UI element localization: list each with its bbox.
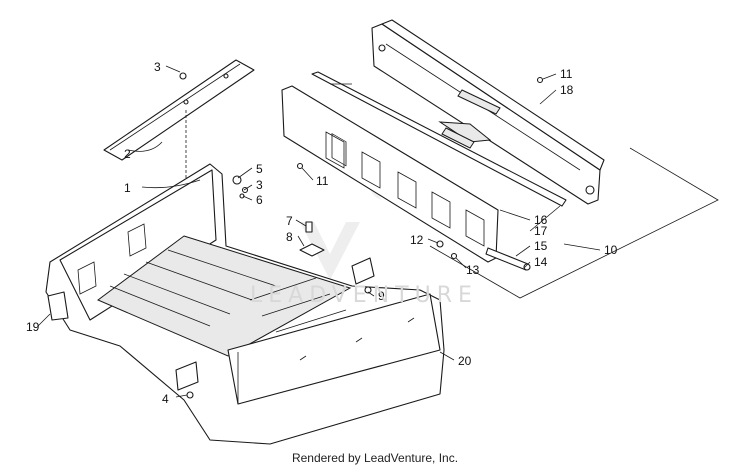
cargo-box [45,163,445,445]
leader-lines [37,65,601,398]
callout-13: 13 [466,263,480,277]
callout-7: 7 [286,214,293,228]
callout-18: 18 [560,83,574,97]
callout-12: 12 [410,233,424,247]
callout-5: 5 [256,162,263,176]
callout-15: 15 [534,239,548,253]
callout-4: 4 [162,392,169,406]
hardware [179,72,544,399]
callout-8: 8 [286,230,293,244]
callout-2: 2 [124,147,131,161]
callout-3-top: 3 [154,60,161,74]
callout-16: 16 [534,213,548,227]
callout-labels: 3 2 1 5 3 6 7 8 9 4 19 20 11 12 13 16 17… [26,60,618,406]
callout-14: 14 [534,255,548,269]
callout-1: 1 [124,181,131,195]
callout-20: 20 [458,354,472,368]
footer-credit: Rendered by LeadVenture, Inc. [291,451,459,465]
callout-17: 17 [534,224,548,238]
callout-11-left: 11 [316,174,329,188]
callout-9: 9 [378,289,385,303]
tailgate-rear-panel [371,19,605,205]
hinge-rod [485,247,531,271]
callout-10: 10 [604,243,618,257]
tailgate-assembly-bracket [429,147,719,299]
tailgate-inner-panel [281,85,499,263]
callout-19: 19 [26,320,40,334]
callout-3-side: 3 [256,178,263,192]
callout-6: 6 [256,193,263,207]
callout-11-right: 11 [560,67,573,81]
watermark-text: LEADVENTURE [250,283,478,308]
tailgate-seal [311,71,567,207]
